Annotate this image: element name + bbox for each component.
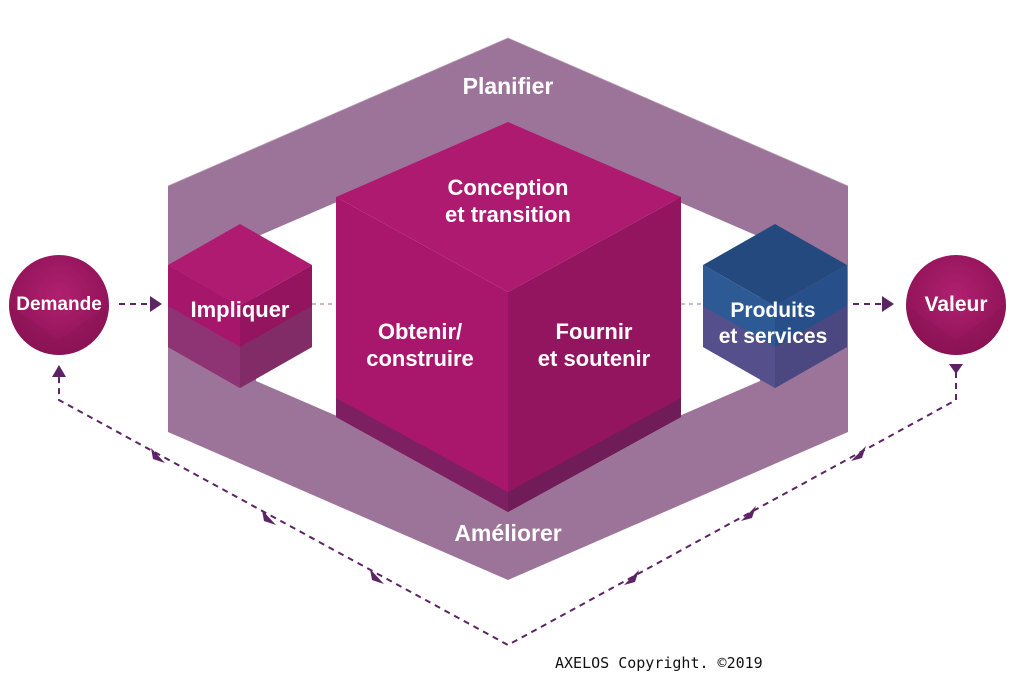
arrow-right-icon	[150, 296, 162, 312]
impliquer-cube	[168, 224, 312, 388]
central-cube	[336, 122, 681, 512]
planifier-label: Planifier	[463, 73, 554, 99]
produits-label: Produits	[730, 299, 815, 322]
arrow-up-icon	[52, 365, 66, 377]
arrow-up-icon	[262, 510, 276, 525]
produits-cube	[703, 224, 847, 388]
impliquer-label: Impliquer	[190, 297, 289, 322]
arrow-left-icon	[624, 570, 639, 585]
ameliorer-label: Améliorer	[454, 520, 561, 546]
arrow-left-icon	[741, 506, 756, 521]
obtenir-label-line2: construire	[366, 346, 474, 371]
valeur-label: Valeur	[924, 293, 987, 316]
arrow-up-icon	[370, 569, 384, 584]
arrow-left-icon	[851, 446, 866, 461]
obtenir-label: Obtenir/	[378, 319, 462, 344]
flow-arrows	[58, 303, 957, 647]
valeur-node	[906, 255, 1006, 355]
conception-label-line2: et transition	[445, 202, 571, 227]
outer-frame	[167, 37, 849, 580]
produits-label-line2: et services	[719, 325, 828, 348]
arrow-up-icon	[151, 448, 165, 463]
conception-label: Conception	[448, 175, 569, 200]
fournir-label-line2: et soutenir	[538, 346, 651, 371]
fournir-label: Fournir	[556, 319, 633, 344]
arrow-right-icon	[882, 296, 894, 312]
arrow-down-icon	[949, 364, 963, 374]
demande-label: Demande	[16, 294, 102, 315]
demande-node	[9, 255, 109, 355]
copyright-text: AXELOS Copyright. ©2019	[555, 654, 763, 672]
